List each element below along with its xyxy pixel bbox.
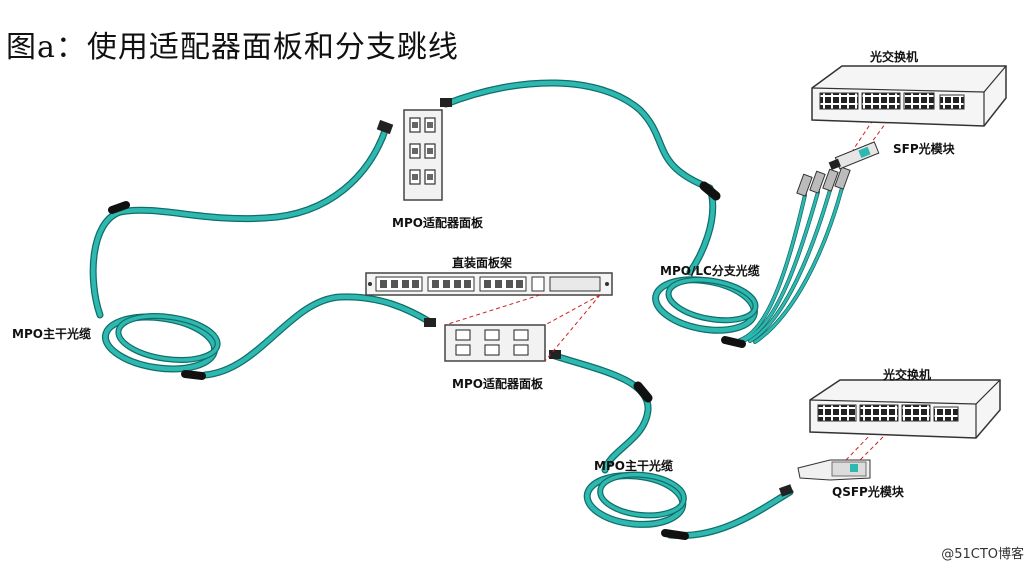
mpo-adapter-panel-bottom — [444, 324, 546, 362]
label-breakout-cable: MPO/LC分支光缆 — [660, 264, 760, 278]
label-sfp-module: SFP光模块 — [893, 142, 955, 156]
label-qsfp-module: QSFP光模块 — [832, 485, 904, 499]
breakout-cable — [440, 79, 851, 348]
trunk-cable-bottom — [549, 350, 794, 540]
optical-switch-top — [811, 65, 1007, 127]
trunk-cable-left — [89, 119, 436, 380]
label-mpo-panel-bottom: MPO适配器面板 — [452, 377, 543, 391]
rack-panel — [365, 272, 613, 296]
mpo-adapter-panel-top — [403, 109, 443, 201]
label-switch-bottom: 光交换机 — [883, 368, 932, 382]
sfp-module — [828, 141, 880, 170]
diagram-title: 图a：使用适配器面板和分支跳线 — [6, 30, 459, 65]
label-rack: 直装面板架 — [452, 256, 513, 270]
optical-switch-bottom — [809, 379, 1001, 439]
label-switch-top: 光交换机 — [870, 50, 919, 64]
watermark: @51CTO博客 — [941, 547, 1024, 562]
qsfp-module — [797, 459, 871, 481]
label-trunk-bottom: MPO主干光缆 — [594, 459, 673, 473]
label-trunk-left: MPO主干光缆 — [12, 327, 91, 341]
label-mpo-panel-top: MPO适配器面板 — [392, 216, 483, 230]
